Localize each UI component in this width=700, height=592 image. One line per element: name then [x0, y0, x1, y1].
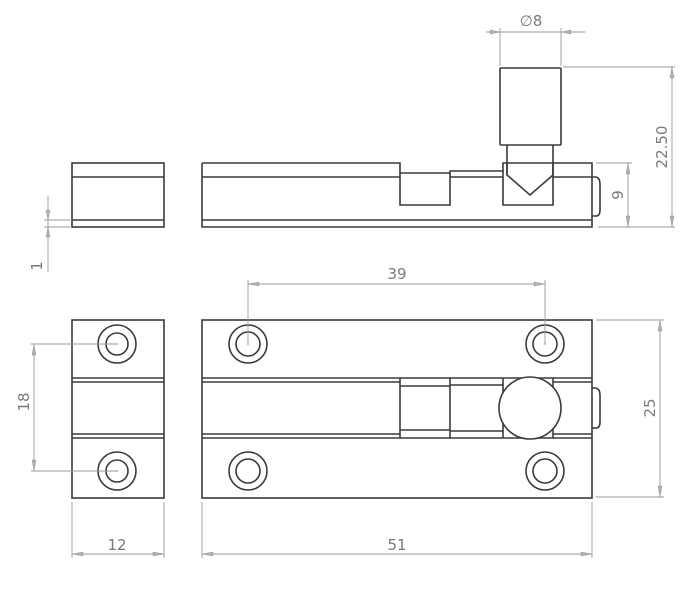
plate-thickness-dimension: 1 [28, 196, 70, 272]
hole-spacing-label: 39 [387, 265, 406, 283]
keeper-width-label: 12 [107, 536, 126, 554]
bolt-side-view [201, 67, 601, 228]
body-height-dimension: 25 [596, 319, 664, 498]
body-length-dimension: 51 [201, 502, 593, 558]
plate-thickness-label: 1 [28, 261, 46, 271]
keeper-width-dimension: 12 [71, 502, 165, 558]
keeper-hole-spacing-label: 18 [15, 392, 33, 411]
bolt-knob-side [499, 67, 562, 146]
bolt-screw-hole-bottom-right [525, 451, 565, 491]
hole-spacing-dimension: 39 [247, 265, 546, 344]
knob-diameter-dimension: ∅8 [486, 12, 585, 66]
body-thickness-dimension: 9 [596, 162, 632, 228]
body-length-label: 51 [387, 536, 406, 554]
overall-height-label: 22.50 [653, 126, 671, 169]
bolt-tip-front [592, 387, 601, 429]
bolt-screw-hole-bottom-left [228, 451, 268, 491]
bolt-knob-front [498, 376, 562, 440]
bolt-front-view [201, 319, 601, 499]
knob-diameter-label: ∅8 [520, 12, 543, 30]
overall-height-dimension: 22.50 [563, 66, 675, 228]
keeper-side-view [71, 162, 165, 228]
bolt-tip-side [592, 176, 601, 217]
body-thickness-label: 9 [609, 190, 627, 200]
keeper-hole-spacing-dimension: 18 [15, 343, 117, 472]
keeper-side-outline [71, 162, 165, 228]
body-height-label: 25 [641, 398, 659, 417]
